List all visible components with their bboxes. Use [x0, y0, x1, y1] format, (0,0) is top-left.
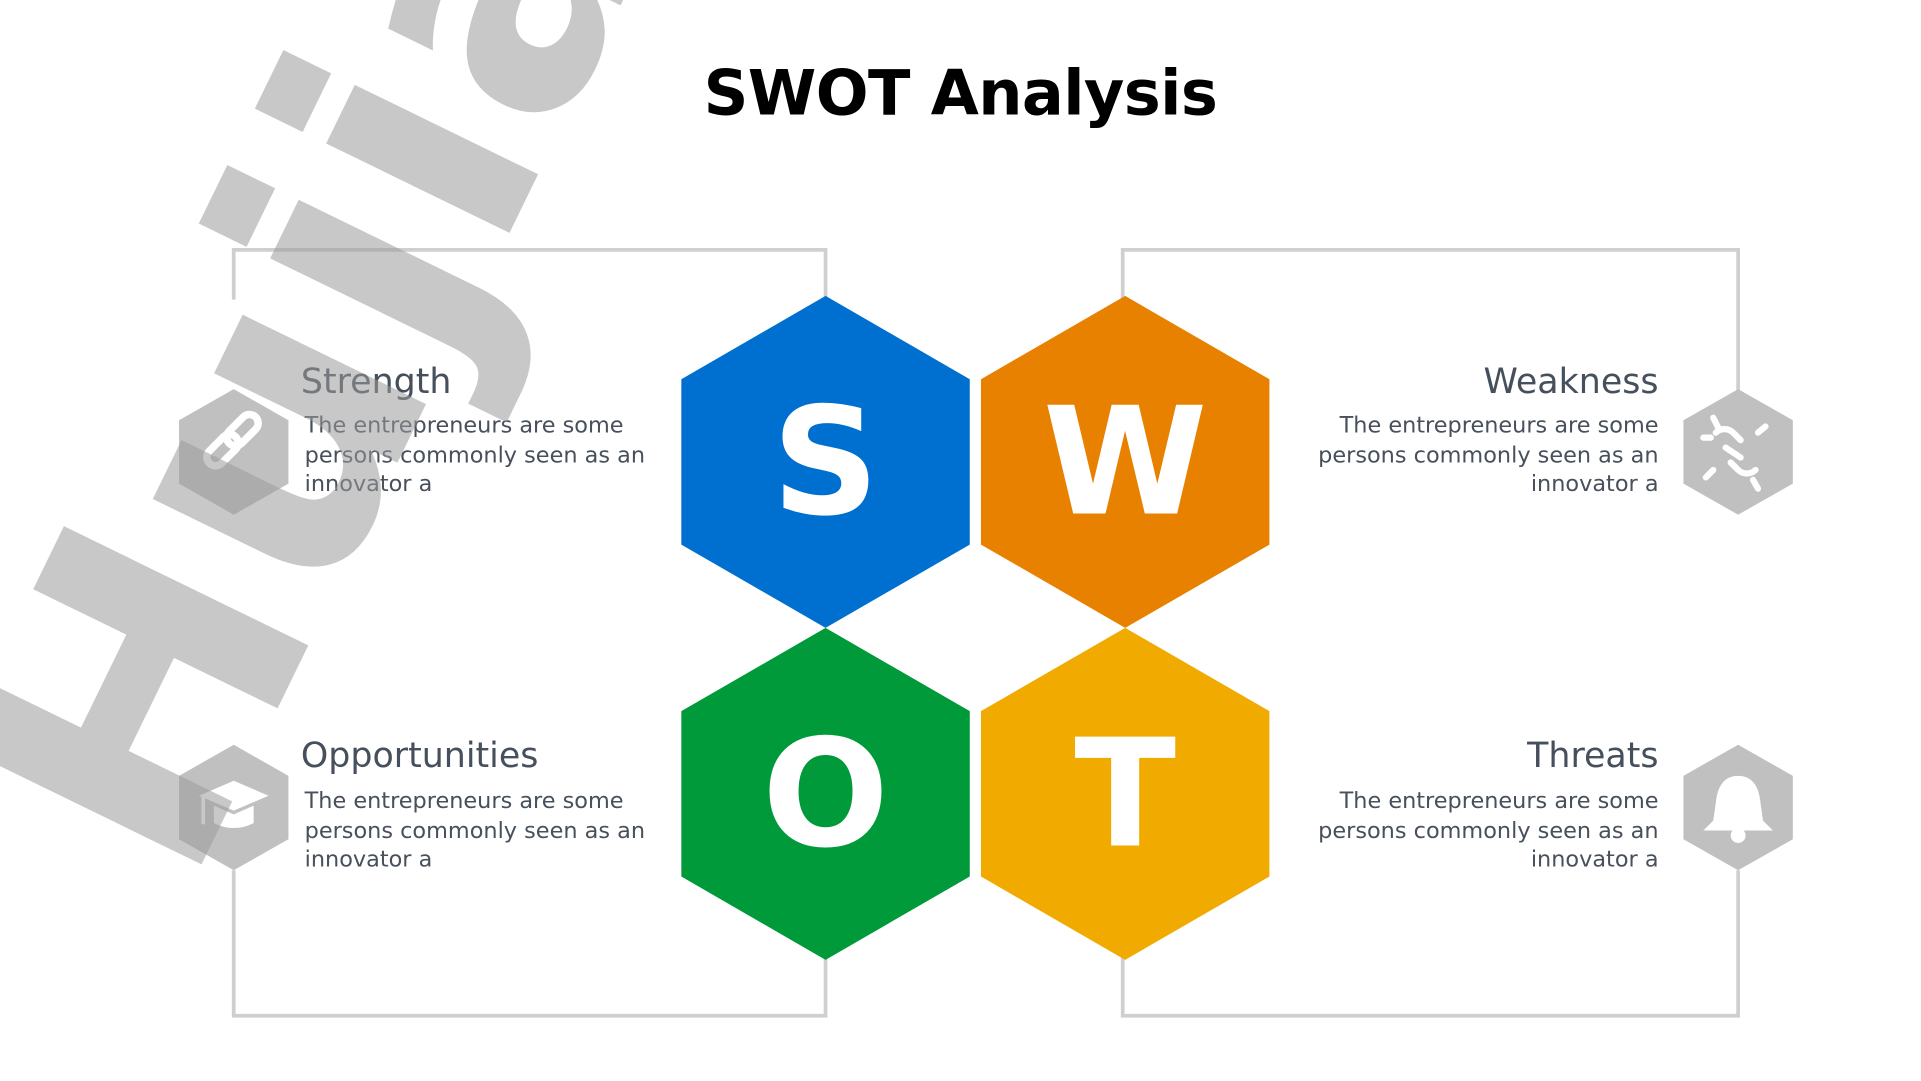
letter-w: W: [1043, 376, 1208, 549]
graduation-cap-icon: [198, 780, 269, 829]
frame-line-bottom-right: [1120, 870, 1740, 1018]
bell-icon: [1703, 775, 1773, 843]
link-icon: [203, 410, 262, 470]
hex-opportunities: O: [681, 627, 970, 960]
broken-link-icon: [1700, 414, 1769, 492]
hex-strength: S: [681, 295, 970, 628]
weakness-description: The entrepreneurs are some persons commo…: [1318, 412, 1659, 498]
strength-heading: Strength: [300, 360, 452, 402]
hex-weakness: W: [980, 295, 1270, 628]
letter-t: T: [1074, 708, 1176, 881]
letter-s: S: [772, 376, 879, 549]
threats-heading: Threats: [1527, 734, 1659, 776]
threats-description: The entrepreneurs are some persons commo…: [1318, 788, 1659, 873]
opportunities-description: The entrepreneurs are some persons commo…: [304, 788, 646, 873]
opportunities-icon-hex: [179, 744, 289, 871]
opportunities-heading: Opportunities: [300, 734, 539, 776]
hex-threats: T: [980, 627, 1270, 960]
page-title: SWOT Analysis: [703, 57, 1218, 130]
frame-lines: [231, 248, 1740, 1018]
frame-line-bottom-left: [231, 870, 828, 1018]
weakness-heading: Weakness: [1483, 360, 1659, 402]
threats-icon-hex: [1683, 744, 1793, 871]
strength-icon-hex: [179, 389, 289, 515]
weakness-icon-hex: [1683, 389, 1793, 515]
strength-description: The entrepreneurs are some persons commo…: [304, 412, 646, 498]
frame-line-top-right: [1120, 248, 1740, 391]
frame-line-top-left: [231, 248, 828, 300]
letter-o: O: [762, 708, 889, 881]
